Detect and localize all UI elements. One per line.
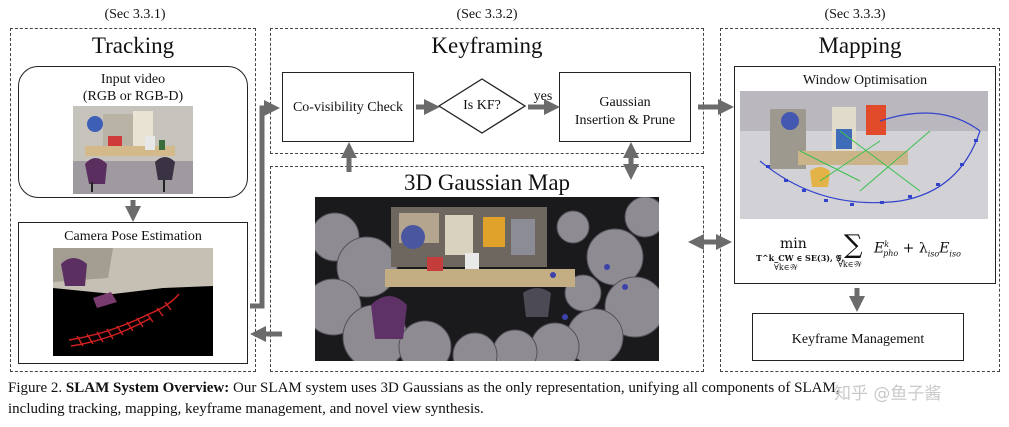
equation-term-sub-pho: pho [883, 249, 899, 259]
watermark: 知乎 @鱼子酱 [834, 384, 942, 404]
section-ref-keyframing: (Sec 3.3.2) [456, 7, 518, 22]
gaussian-map-title: 3D Gaussian Map [403, 170, 571, 195]
tracking-title: Tracking [91, 33, 175, 58]
keyframe-management-label: Keyframe Management [791, 332, 925, 347]
equation-lambda-sub-iso: iso [927, 249, 940, 259]
caption-prefix: Figure 2. [8, 380, 66, 396]
arrow-tracking-to-keyframing [250, 99, 281, 309]
equation-sum-subscript: ∀k∈𝒲 [838, 260, 862, 269]
equation-term-sup-k: k [884, 240, 890, 249]
input-video-label: Input video [100, 72, 166, 87]
equation-min-subscript-2: ∀k∈𝒲 [774, 263, 798, 272]
caption-line-2: including tracking, mapping, keyframe ma… [8, 401, 484, 417]
section-ref-mapping: (Sec 3.3.3) [824, 7, 886, 22]
optimisation-equation: min T^k_CW ∈ SE(3), 𝒢, ∀k∈𝒲 ∑ ∀k∈𝒲 Ekpho… [748, 230, 998, 278]
equation-min: min [780, 236, 807, 252]
mapping-title: Mapping [818, 33, 902, 58]
is-kf-label: Is KF? [463, 98, 501, 113]
covisibility-check-box [282, 72, 414, 142]
gaussian-splat-render [315, 197, 659, 361]
keyframe-management-box [752, 313, 964, 361]
equation-term-e-iso: E [939, 240, 950, 257]
covisibility-check-label: Co-visibility Check [292, 100, 404, 115]
keyframing-panel [270, 28, 704, 154]
caption-bold-title: SLAM System Overview: [65, 380, 230, 396]
gaussian-map-image [315, 197, 659, 361]
tracking-panel [10, 28, 256, 372]
gaussian-map-panel [270, 166, 704, 372]
gaussian-insertion-label-line2: Insertion & Prune [574, 113, 676, 128]
caption-line-1: Figure 2. SLAM System Overview: Our SLAM… [8, 378, 1003, 399]
figure-caption: Figure 2. SLAM System Overview: Our SLAM… [8, 378, 1003, 420]
input-video-frame [73, 106, 193, 194]
mapping-panel [720, 28, 1000, 372]
trajectory-image [53, 248, 213, 356]
window-optimisation-image [740, 91, 988, 219]
equation-min-subscript: T^k_CW ∈ SE(3), 𝒢, [756, 253, 845, 263]
office-scene-image [73, 106, 193, 194]
keyframe-window-render [740, 91, 988, 219]
input-video-format-label: (RGB or RGB-D) [82, 89, 184, 104]
equation-term-sub-iso: iso [949, 249, 961, 259]
camera-pose-frame [53, 248, 213, 356]
equation-sum: ∑ [844, 230, 863, 260]
equation-terms: Ekpho + λisoEiso [874, 240, 961, 258]
section-ref-tracking: (Sec 3.3.1) [104, 7, 166, 22]
equation-plus-lambda: + λ [898, 240, 928, 257]
gaussian-insertion-label-line1: Gaussian [599, 95, 651, 110]
gaussian-insertion-box [559, 72, 691, 142]
is-kf-decision-diamond [437, 78, 527, 134]
caption-text-1: Our SLAM system uses 3D Gaussians as the… [229, 380, 840, 396]
equation-term-e-pho: E [874, 240, 885, 257]
keyframing-title: Keyframing [431, 33, 543, 58]
camera-pose-label: Camera Pose Estimation [64, 229, 202, 244]
window-optimisation-label: Window Optimisation [802, 73, 928, 88]
